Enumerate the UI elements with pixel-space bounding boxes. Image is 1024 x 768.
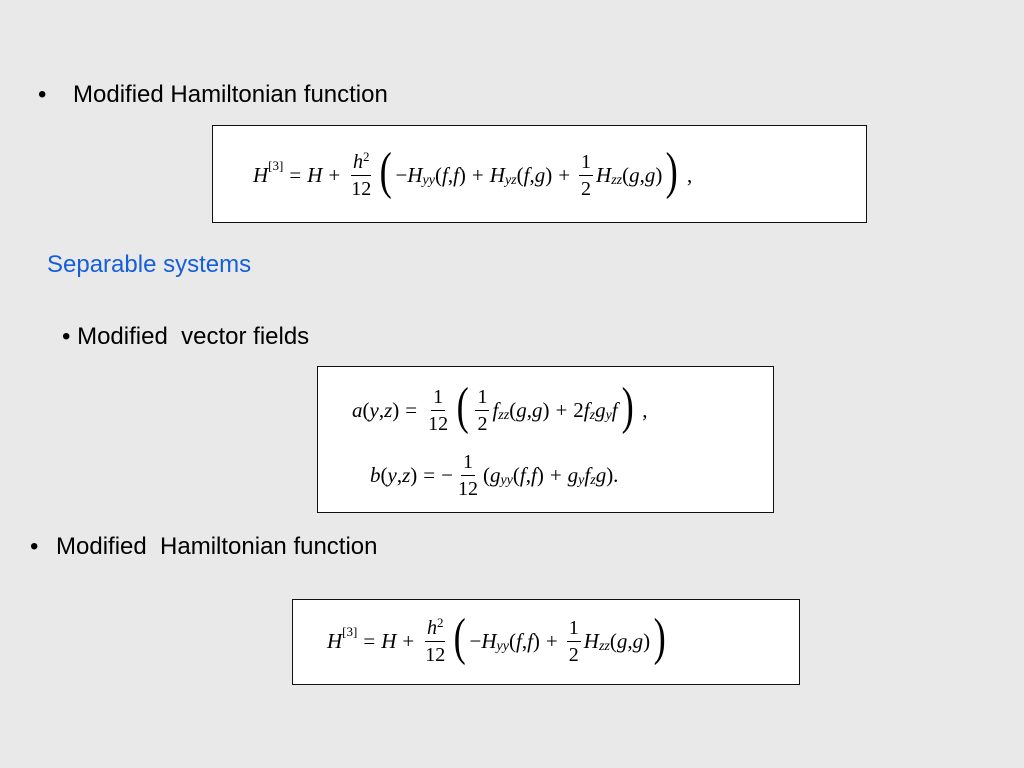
bullet-text-2: • Modified vector fields [62,323,310,350]
bullet-text-3: Modified Hamiltonian function [56,533,378,560]
bullet-marker-1: • [38,81,47,108]
bullet-text-1: Modified Hamiltonian function [73,81,388,108]
section-subheading: Separable systems [47,251,252,278]
bullet-marker-3: • [30,533,39,560]
